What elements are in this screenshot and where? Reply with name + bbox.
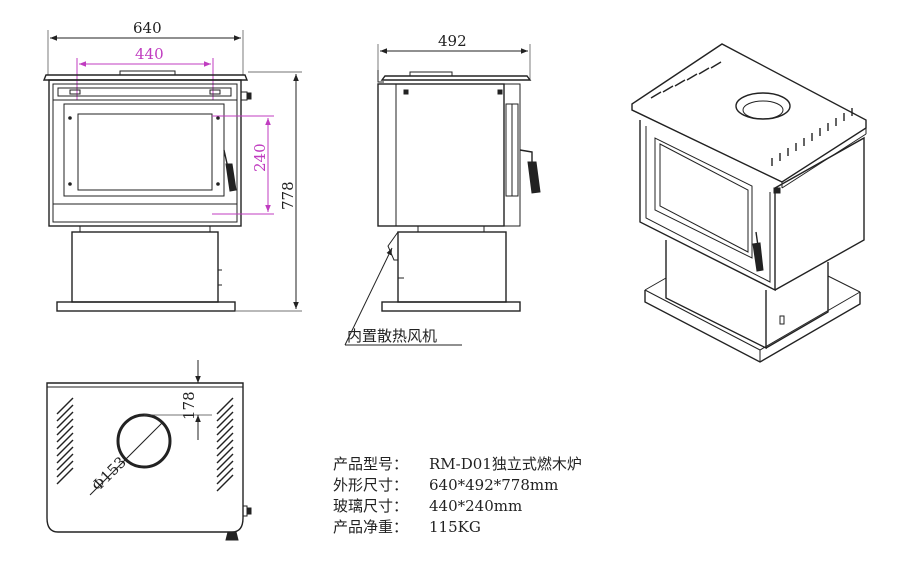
top-vent-right — [771, 108, 853, 166]
flue-diameter-dim: Φ153 — [88, 453, 130, 495]
front-view: 640 440 — [42, 19, 302, 312]
spec-value-glass: 440*240mm — [429, 497, 522, 515]
spec-block: 产品型号： RM-D01独立式燃木炉 外形尺寸： 640*492*778mm 玻… — [333, 455, 582, 536]
spec-value-size: 640*492*778mm — [429, 476, 558, 494]
spec-label-glass: 玻璃尺寸： — [333, 497, 408, 515]
side-view: 492 内置散热风机 — [344, 32, 541, 346]
spec-value-model: RM-D01独立式燃木炉 — [429, 455, 582, 473]
overall-height-dim: 778 — [279, 181, 297, 210]
spec-label-size: 外形尺寸： — [333, 476, 408, 494]
glass-height-dim: 240 — [251, 143, 269, 172]
spec-label-weight: 产品净重： — [333, 518, 408, 536]
glass-width-dim: 440 — [135, 45, 164, 63]
front-width-dim: 640 — [133, 19, 162, 37]
fan-label: 内置散热风机 — [347, 327, 437, 345]
top-view-vents-left — [56, 397, 74, 485]
top-view: Φ153 178 — [46, 360, 252, 541]
spec-label-model: 产品型号： — [333, 455, 408, 473]
flue-offset-dim: 178 — [180, 391, 198, 420]
top-view-vents-right — [216, 397, 234, 492]
spec-value-weight: 115KG — [429, 518, 481, 536]
top-vent-left — [650, 61, 722, 99]
side-depth-dim: 492 — [438, 32, 467, 50]
isometric-view — [631, 43, 867, 363]
